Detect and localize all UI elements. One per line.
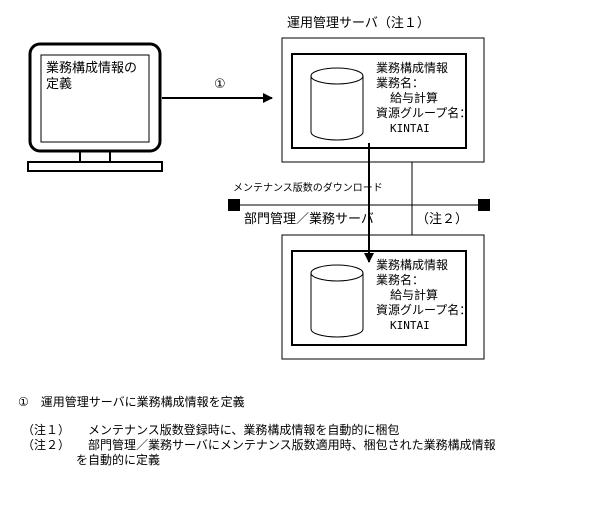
monitor-text-line1: 業務構成情報の: [46, 61, 138, 76]
client-monitor-icon: [27, 42, 163, 172]
note2-text: 部門管理／業務サーバにメンテナンス版数適用時、梱包された業務構成情報: [88, 438, 496, 452]
step-marker: ①: [214, 77, 226, 92]
dept-group-value: KINTAI: [390, 319, 430, 332]
dept-server-title: 部門管理／業務サーバ: [244, 212, 374, 227]
ops-job-label: 業務名：: [376, 76, 425, 90]
ops-database-icon: [310, 67, 364, 141]
network-terminator-left: [228, 199, 240, 211]
note1-text: メンテナンス版数登録時に、業務構成情報を自動的に梱包: [88, 423, 400, 437]
ops-server-title: 運用管理サーバ（注１）: [287, 16, 430, 31]
dept-server-note: （注２）: [416, 212, 469, 227]
download-label: メンテナンス版数のダウンロード: [233, 183, 383, 194]
dept-database-icon: [310, 264, 364, 338]
ops-group-value: KINTAI: [390, 122, 430, 135]
dept-job-label: 業務名：: [376, 273, 425, 287]
ops-info-heading: 業務構成情報: [376, 61, 449, 75]
dept-job-value: 給与計算: [390, 288, 439, 302]
dept-group-label: 資源グループ名：: [376, 303, 472, 317]
ops-job-value: 給与計算: [390, 91, 439, 105]
note-step1: ① 運用管理サーバに業務構成情報を定義: [18, 395, 245, 409]
ops-group-label: 資源グループ名：: [376, 106, 472, 120]
dept-info-heading: 業務構成情報: [376, 258, 449, 272]
note1-label: （注１）: [22, 423, 71, 437]
note2-label: （注２）: [22, 438, 71, 452]
network-terminator-right: [478, 199, 490, 211]
note2-continuation: を自動的に定義: [76, 453, 161, 467]
monitor-text-line2: 定義: [46, 77, 73, 92]
